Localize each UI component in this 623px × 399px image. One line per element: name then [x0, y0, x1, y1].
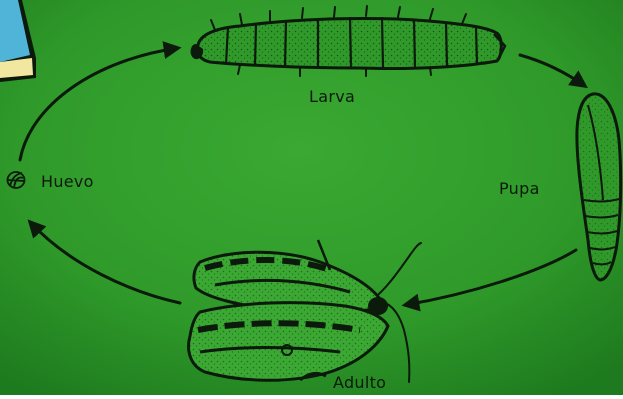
- adult-label: Adulto: [333, 373, 386, 392]
- pupa-label: Pupa: [499, 179, 540, 198]
- larva-label: Larva: [309, 87, 355, 106]
- egg-label: Huevo: [41, 172, 94, 191]
